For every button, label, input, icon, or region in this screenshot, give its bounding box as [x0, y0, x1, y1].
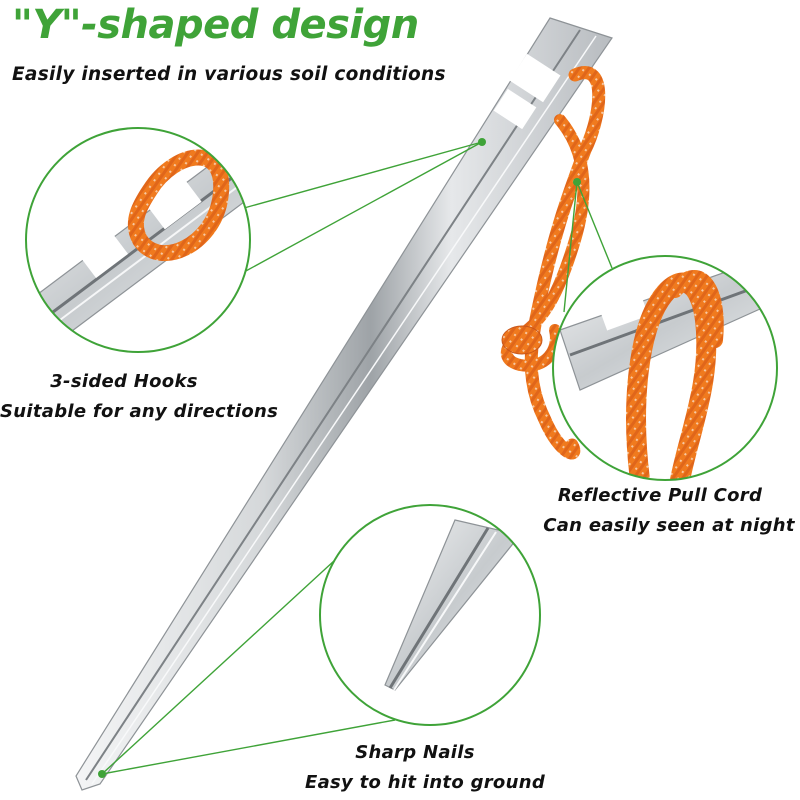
caption-cord-detail: Can easily seen at night: [543, 515, 795, 536]
callout-lines: [101, 141, 613, 775]
callout-dot-cord: [573, 178, 581, 186]
pull-cord: [500, 66, 606, 460]
caption-nail-detail: Easy to hit into ground: [305, 772, 546, 793]
caption-hooks-title: 3-sided Hooks: [50, 371, 198, 392]
subheadline: Easily inserted in various soil conditio…: [12, 64, 446, 85]
tent-stake: [75, 17, 613, 791]
caption-hooks-detail: Suitable for any directions: [0, 401, 279, 422]
callout-dot-hooks: [478, 138, 486, 146]
callout-dot-nail: [98, 770, 106, 778]
zoom-circle-hooks: [25, 127, 251, 353]
caption-nail-title: Sharp Nails: [355, 742, 475, 763]
zoom-circle-nail: [319, 504, 541, 726]
caption-cord-title: Reflective Pull Cord: [557, 485, 763, 506]
headline: "Y"-shaped design: [12, 2, 419, 48]
zoom-circle-cord: [552, 255, 778, 481]
